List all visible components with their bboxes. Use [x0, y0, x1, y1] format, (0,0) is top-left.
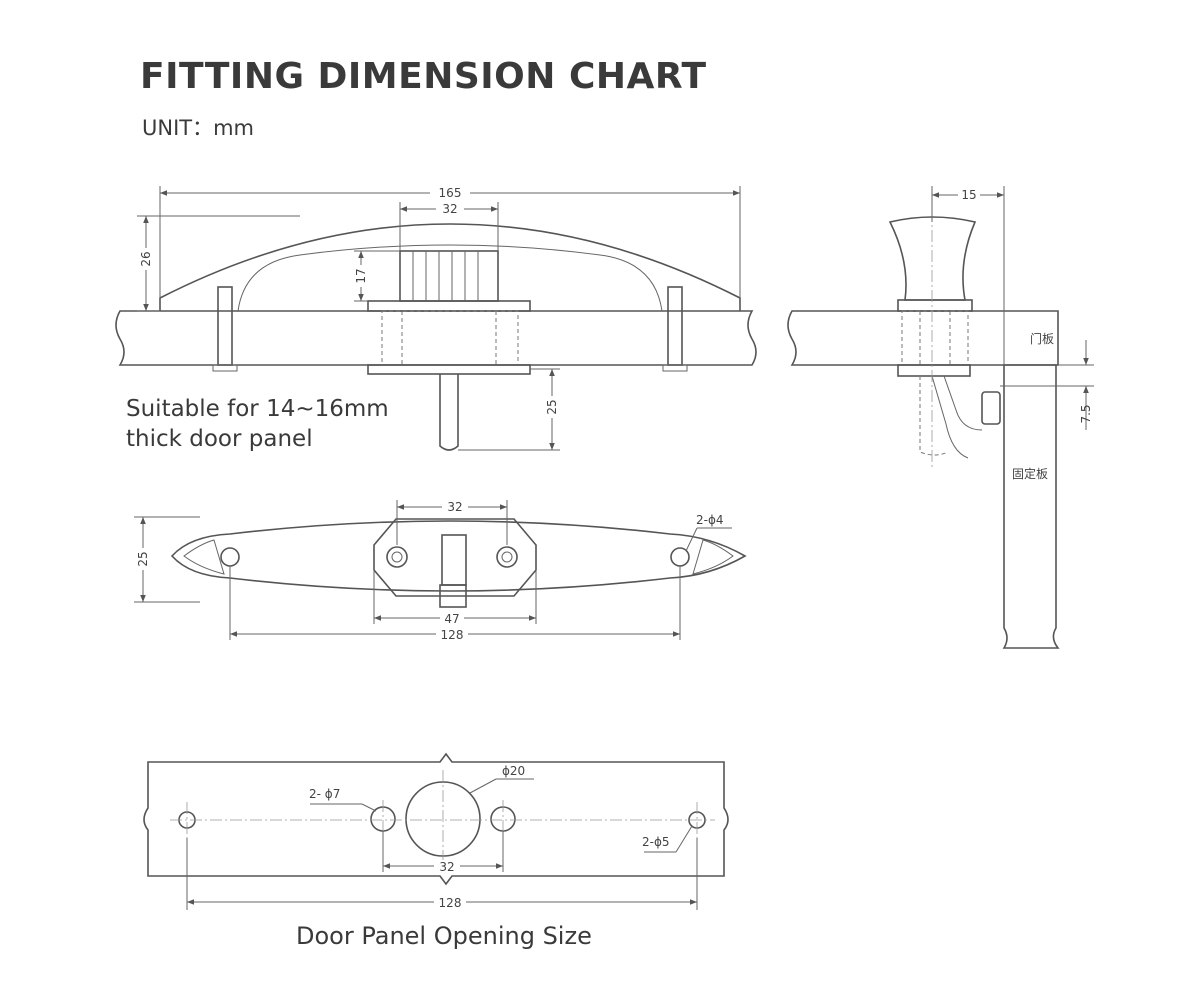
- handle-arch: [159, 223, 741, 311]
- opening-panel: [143, 752, 729, 886]
- unit-label: UNIT：mm: [142, 116, 255, 140]
- bottom-view: 32 25 2-ϕ4 47 128: [134, 500, 747, 642]
- knob-body: [399, 250, 499, 302]
- mounting-post-right: [667, 286, 683, 366]
- mounting-post-left: [217, 286, 233, 366]
- side-back-plate: [897, 364, 971, 377]
- page-title: FITTING DIMENSION CHART: [140, 56, 707, 97]
- dim-overall-length: 165: [439, 186, 462, 200]
- mount-hole-left: [220, 547, 240, 567]
- knob-base: [367, 300, 531, 312]
- opening-caption: Door Panel Opening Size: [296, 922, 592, 950]
- door-panel-section: [115, 310, 757, 366]
- side-knob-base: [897, 299, 973, 312]
- dim-small-spacing: 32: [439, 860, 454, 874]
- post-nut-left: [212, 364, 238, 372]
- dim-offset: 7.5: [1079, 404, 1093, 423]
- dim-center-spacing: 32: [447, 500, 462, 514]
- dim-stem-length: 25: [545, 399, 559, 414]
- base-plate-outline: [170, 520, 747, 592]
- callout-small-holes: 2- ϕ7: [309, 787, 340, 801]
- handle-inner-recess: [237, 244, 663, 312]
- callout-hole-size: 2-ϕ4: [696, 513, 724, 527]
- note-line-2: thick door panel: [126, 426, 313, 452]
- center-plate: [373, 518, 537, 597]
- callout-end-holes: 2-ϕ5: [642, 835, 670, 849]
- dim-knob-depth: 15: [961, 188, 976, 202]
- panel-thickness-note: Suitable for 14~16mm thick door panel: [126, 394, 389, 454]
- latch-tongue: [441, 534, 467, 586]
- dim-hole-spacing: 128: [441, 628, 464, 642]
- fixed-panel: [1002, 364, 1060, 649]
- side-door-panel: [787, 310, 1059, 366]
- callout-center-hole: ϕ20: [502, 764, 525, 778]
- dim-knob-width: 32: [442, 202, 457, 216]
- door-panel-label: 门板: [1030, 331, 1054, 346]
- back-plate: [367, 364, 531, 375]
- hidden-housing: [381, 310, 519, 366]
- center-screw-left: [386, 546, 408, 568]
- note-line-1: Suitable for 14~16mm: [126, 396, 389, 422]
- latch-catch: [981, 391, 1001, 425]
- dim-end-spacing: 128: [439, 896, 462, 910]
- fixed-panel-label: 固定板: [1012, 466, 1048, 481]
- front-view: 165 32 26 17 25: [115, 186, 757, 451]
- dim-width: 25: [136, 551, 150, 566]
- dim-height: 26: [139, 251, 153, 266]
- opening-view: ϕ20 2- ϕ7 2-ϕ5 32 128: [143, 752, 729, 910]
- side-view: 门板 固定板 15 7.5: [787, 186, 1094, 649]
- center-screw-right: [496, 546, 518, 568]
- dim-knob-height: 17: [354, 268, 368, 283]
- side-knob-profile: [888, 216, 977, 301]
- dim-plate-width: 47: [444, 612, 459, 626]
- latch-stem: [439, 374, 459, 451]
- post-nut-right: [662, 364, 688, 372]
